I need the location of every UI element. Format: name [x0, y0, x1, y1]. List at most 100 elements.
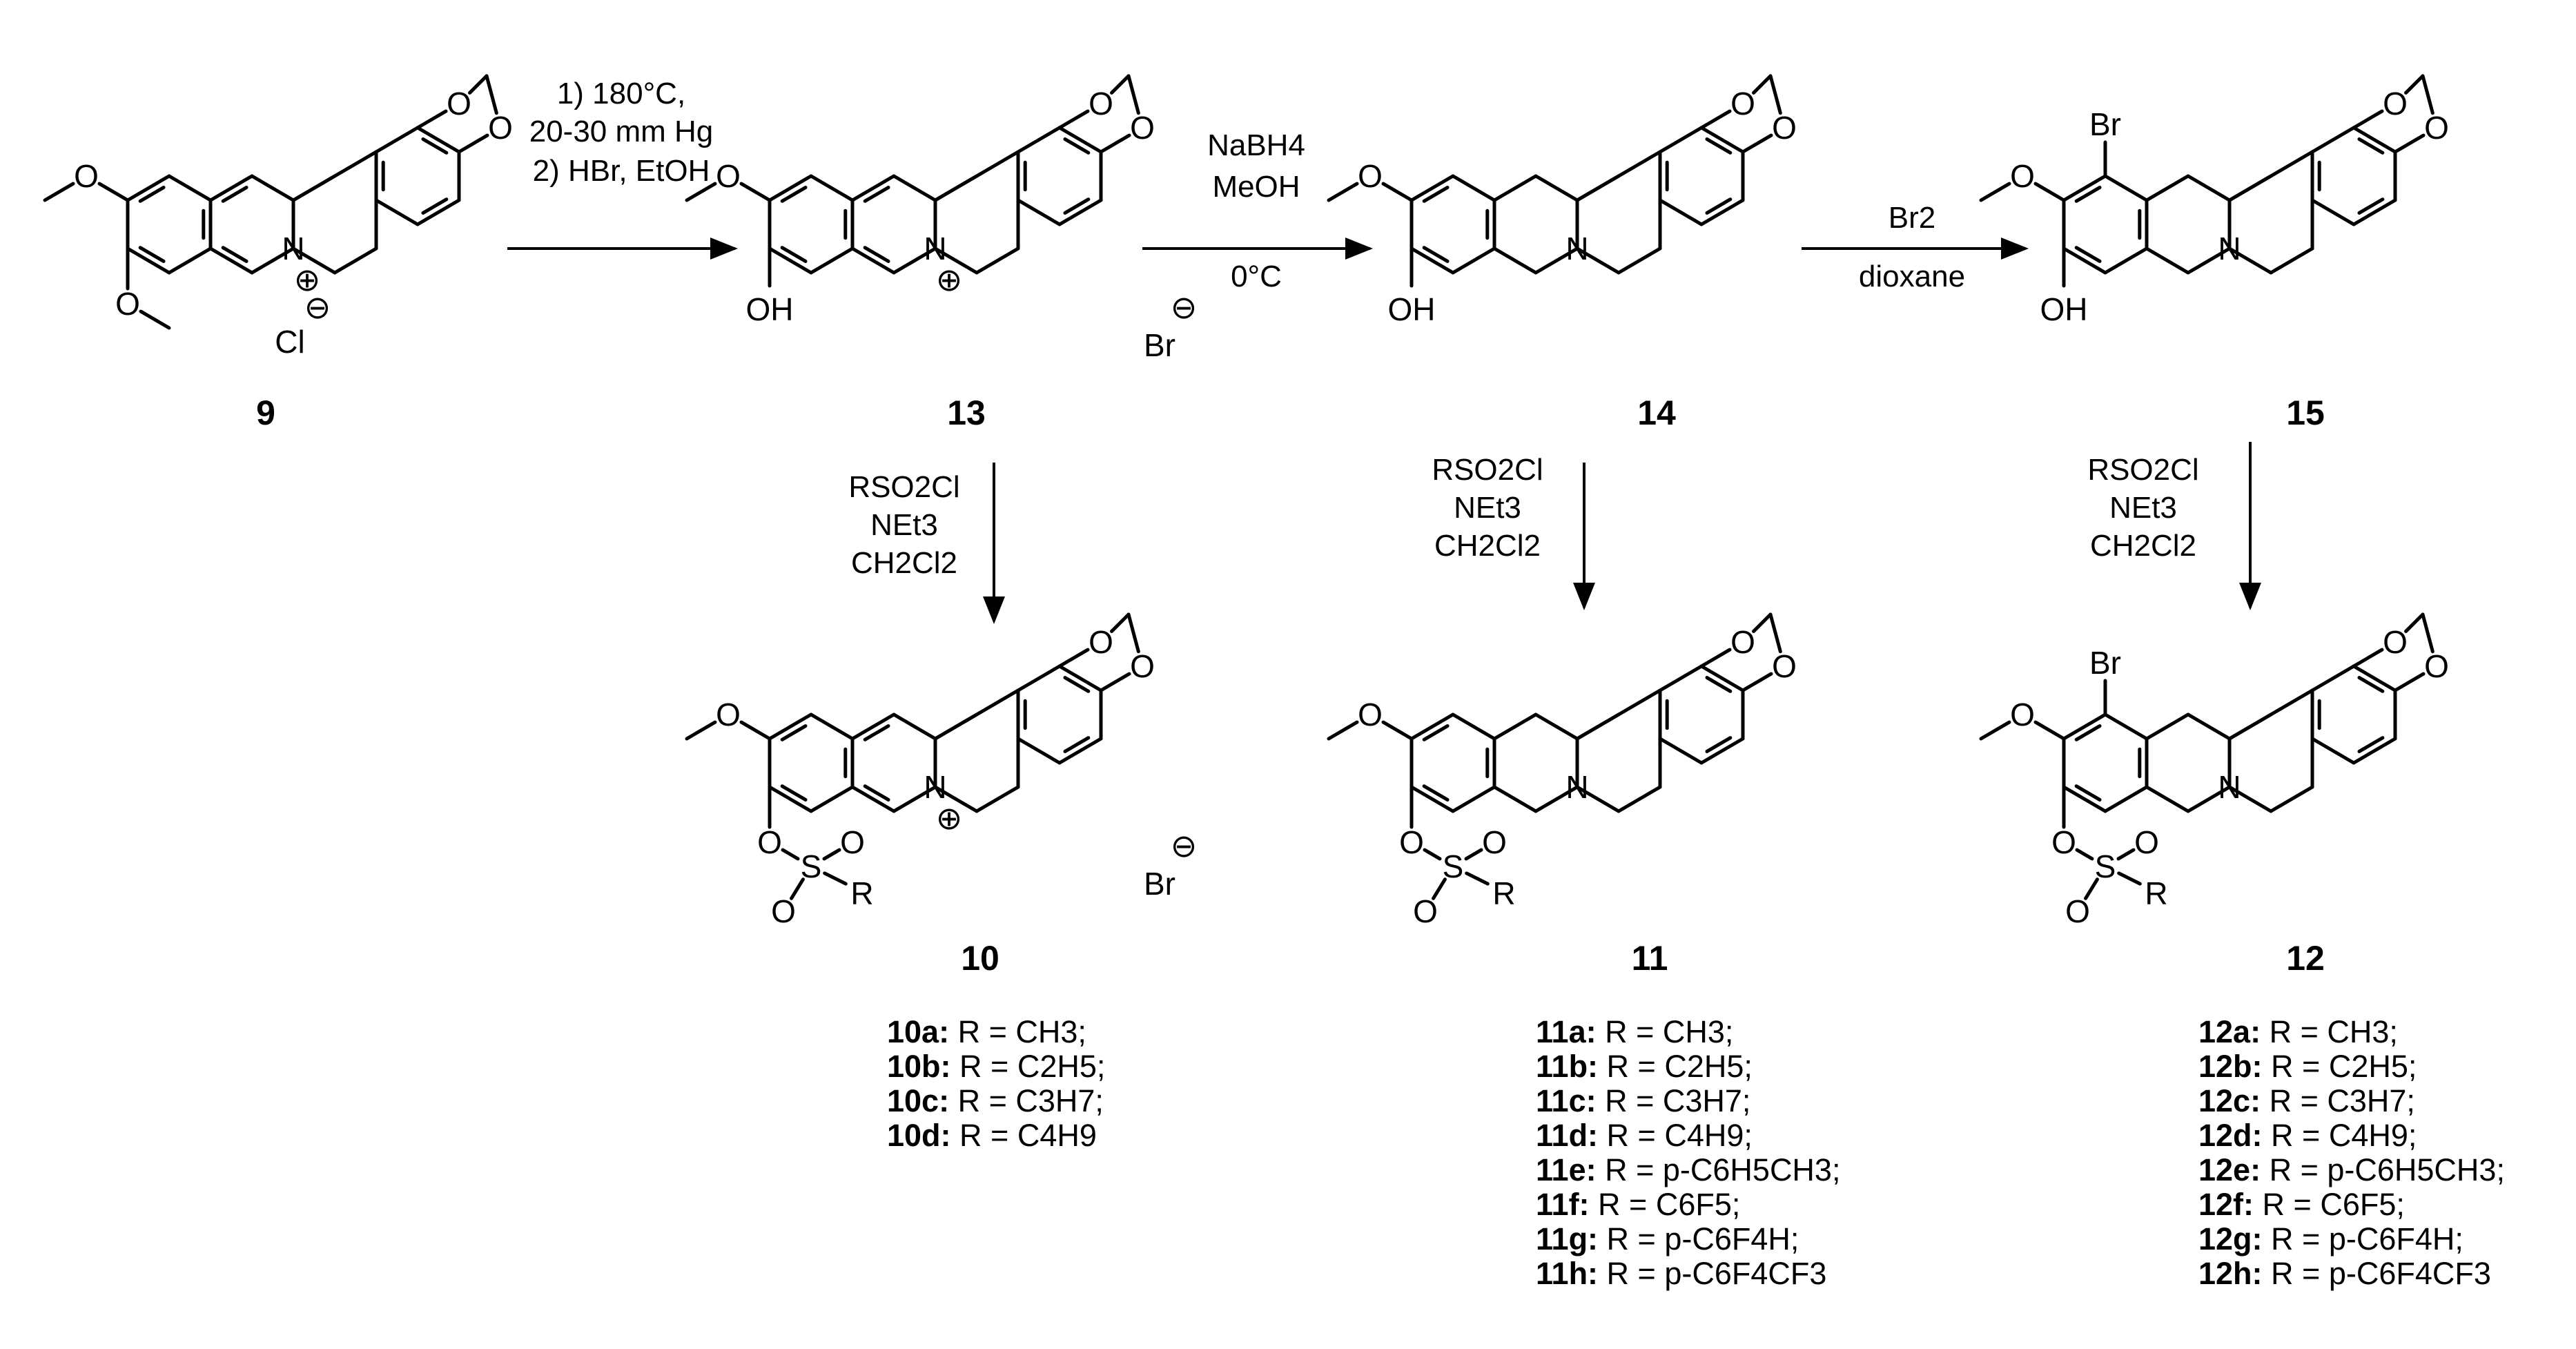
positive-charge: ⊕ — [936, 262, 963, 298]
bond — [850, 246, 896, 275]
bond — [1979, 182, 2011, 202]
r-group-entry-label: 11e: — [1536, 1152, 1597, 1187]
bond — [809, 785, 855, 813]
bond — [2352, 126, 2397, 154]
negative-charge: ⊖ — [1171, 828, 1198, 864]
double-bond — [863, 186, 890, 203]
r-group-entry: 12g: R = p-C6F4H; — [2198, 1221, 2463, 1256]
r-group-entry-text: R = p-C6F4H; — [2263, 1221, 2463, 1256]
bond — [2352, 737, 2397, 765]
condition-net3: NEt3 — [870, 508, 938, 542]
double-bond — [1422, 724, 1450, 741]
bond — [892, 785, 937, 813]
r-group-entry-text: R = C4H9; — [2263, 1118, 2417, 1153]
bond — [2186, 174, 2232, 202]
bond — [1492, 785, 1538, 813]
r-group-list-12: 12a: R = CH3;12b: R = C2H5;12c: R = C3H7… — [2198, 1014, 2505, 1291]
bond — [2186, 712, 2232, 741]
r-group-entry-text: R = C3H7; — [949, 1083, 1104, 1118]
sulfonyl-oxygen: O — [1413, 893, 1438, 929]
condition-rso2cl: RSO2Cl — [2087, 453, 2198, 487]
bond — [2186, 246, 2232, 275]
double-bond — [1705, 736, 1733, 753]
r-group-entry-text: R = CH3; — [1597, 1014, 1734, 1049]
methoxy-oxygen: O — [716, 158, 741, 194]
bond — [1057, 648, 1090, 668]
bond — [2117, 871, 2142, 886]
sulfonyl-oxygen: O — [771, 893, 796, 929]
bond — [2393, 672, 2426, 692]
bond — [485, 74, 498, 115]
bond — [1534, 174, 1579, 202]
hydroxyl-group: OH — [2040, 291, 2088, 327]
bond — [1409, 785, 1455, 813]
bond — [291, 246, 337, 275]
bond — [1768, 612, 1782, 654]
r-group-entry-label: 12h: — [2198, 1256, 2263, 1291]
double-bond — [863, 784, 890, 802]
double-bond — [421, 197, 449, 215]
bond — [1617, 246, 1662, 275]
bond — [975, 150, 1020, 178]
bond — [1451, 246, 1496, 275]
bond — [850, 785, 896, 813]
oxygen-atom: O — [1772, 648, 1797, 684]
bond — [685, 720, 717, 741]
ester-oxygen: O — [757, 824, 782, 860]
ester-oxygen: O — [1399, 824, 1424, 860]
oxygen-atom: O — [1089, 86, 1113, 122]
bond — [333, 150, 378, 178]
bromide-ion: Br — [1144, 327, 1175, 363]
r-group-entry: 12a: R = CH3; — [2198, 1014, 2398, 1049]
r-group-entry: 11c: R = C3H7; — [1536, 1083, 1750, 1118]
double-bond — [138, 246, 166, 263]
nitrogen-atom: N — [924, 769, 946, 805]
double-bond — [1705, 197, 1733, 215]
bond — [2227, 712, 2273, 741]
nitrogen-atom: N — [1565, 231, 1588, 266]
conditions-step1: 1) 180°C, 20-30 mm Hg 2) HBr, EtOH — [529, 77, 714, 188]
methoxy-oxygen: O — [716, 697, 741, 732]
r-group-entry-text: R = C2H5; — [2263, 1049, 2417, 1084]
bond — [1381, 182, 1414, 202]
sulfonyl-oxygen: O — [1482, 824, 1507, 860]
bond — [126, 174, 171, 202]
condition-pressure: 20-30 mm Hg — [529, 115, 714, 148]
bond — [2227, 174, 2273, 202]
r-group-entry-label: 12c: — [2198, 1083, 2261, 1118]
r-group-entry-label: 12d: — [2198, 1118, 2263, 1153]
bond — [1699, 198, 1745, 226]
oxygen-atom: O — [1772, 110, 1797, 146]
compound-number-13: 13 — [947, 394, 986, 432]
bond — [2145, 246, 2190, 275]
r-group-entry-text: R = CH3; — [949, 1014, 1086, 1049]
r-group: R — [2145, 875, 2167, 911]
bond — [1409, 174, 1455, 202]
bond — [2145, 174, 2190, 202]
condition-net3: NEt3 — [2109, 491, 2177, 525]
double-bond — [2074, 724, 2102, 741]
r-group-entry: 10a: R = CH3; — [887, 1014, 1086, 1049]
bond — [1465, 871, 1490, 886]
bond — [416, 109, 448, 130]
bond — [1451, 712, 1496, 741]
r-group-entry-label: 12e: — [2198, 1152, 2261, 1187]
bond — [1126, 612, 1140, 654]
conditions-step2: NaBH4 MeOH 0°C — [1207, 128, 1305, 293]
bond — [1699, 126, 1745, 154]
oxygen-atom: O — [1730, 624, 1755, 660]
oxygen-atom: O — [1089, 624, 1113, 660]
double-bond — [1063, 676, 1091, 693]
bond — [933, 712, 979, 741]
bond — [43, 182, 75, 202]
bond — [1492, 246, 1538, 275]
double-bond — [780, 246, 808, 263]
r-group-entry-label: 12a: — [2198, 1014, 2261, 1049]
oxygen-atom: O — [2424, 648, 2449, 684]
bond — [374, 126, 420, 154]
r-group-entry-label: 11f: — [1536, 1187, 1590, 1222]
bond — [2269, 688, 2314, 717]
bond — [892, 246, 937, 275]
